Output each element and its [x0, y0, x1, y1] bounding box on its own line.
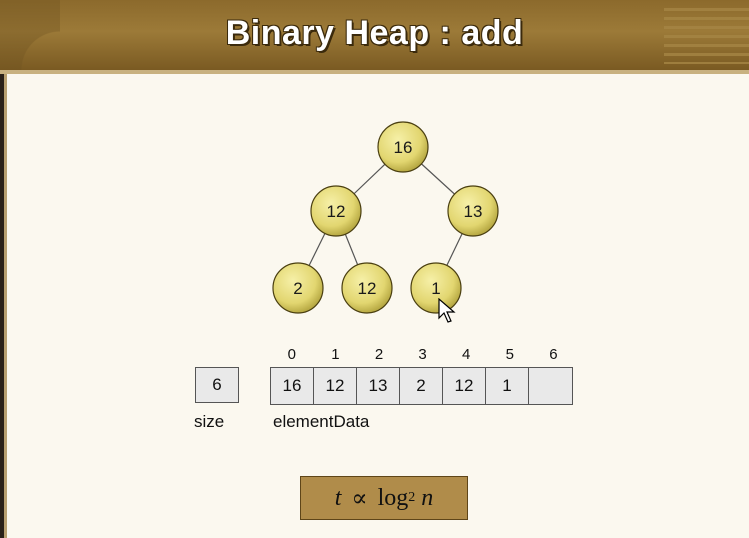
array-cell: 16 [271, 368, 314, 404]
array-cell: 2 [400, 368, 443, 404]
proportional-symbol: ∝ [351, 485, 368, 512]
header-stripes [664, 8, 749, 64]
array-index: 2 [374, 346, 384, 363]
array-index: 1 [331, 346, 340, 363]
array-index: 3 [418, 346, 427, 363]
header-decoration [0, 0, 60, 70]
array-index: 0 [287, 346, 296, 363]
svg-text:12: 12 [327, 202, 346, 221]
header-bar: Binary Heap : add [0, 0, 749, 72]
svg-text:16: 16 [394, 138, 413, 157]
page-title: Binary Heap : add [225, 14, 524, 52]
mouse-cursor-icon [438, 298, 456, 323]
array-index: 4 [462, 346, 471, 363]
array-cell: 1 [486, 368, 529, 404]
tree-node-root: 16 [377, 121, 429, 173]
element-data-label: elementData [273, 412, 370, 431]
tree-node-left-left: 2 [272, 262, 324, 314]
panel-border [0, 70, 749, 74]
tree-node-right-left: 1 [410, 262, 462, 314]
svg-text:13: 13 [464, 202, 483, 221]
svg-text:1: 1 [431, 279, 440, 298]
size-value-box: 6 [195, 367, 239, 403]
formula-t: t [334, 484, 342, 511]
size-label: size [194, 412, 225, 431]
array-cell: 12 [443, 368, 486, 404]
svg-text:2: 2 [293, 279, 302, 298]
formula-log: log [377, 484, 409, 511]
array-index: 5 [505, 346, 514, 363]
svg-text:12: 12 [358, 279, 377, 298]
array-cell: 12 [314, 368, 357, 404]
array-cell: 13 [357, 368, 400, 404]
tree-node-right: 13 [447, 185, 499, 237]
array-indices: 0 1 2 3 4 5 6 [270, 346, 575, 363]
formula-log-base: 2 [408, 490, 416, 505]
tree-node-left: 12 [310, 185, 362, 237]
element-data-array: 16 12 13 2 12 1 [270, 367, 573, 405]
array-index: 6 [549, 346, 558, 363]
array-cell [529, 368, 572, 404]
formula-n: n [421, 484, 434, 511]
tree-node-left-right: 12 [341, 262, 393, 314]
